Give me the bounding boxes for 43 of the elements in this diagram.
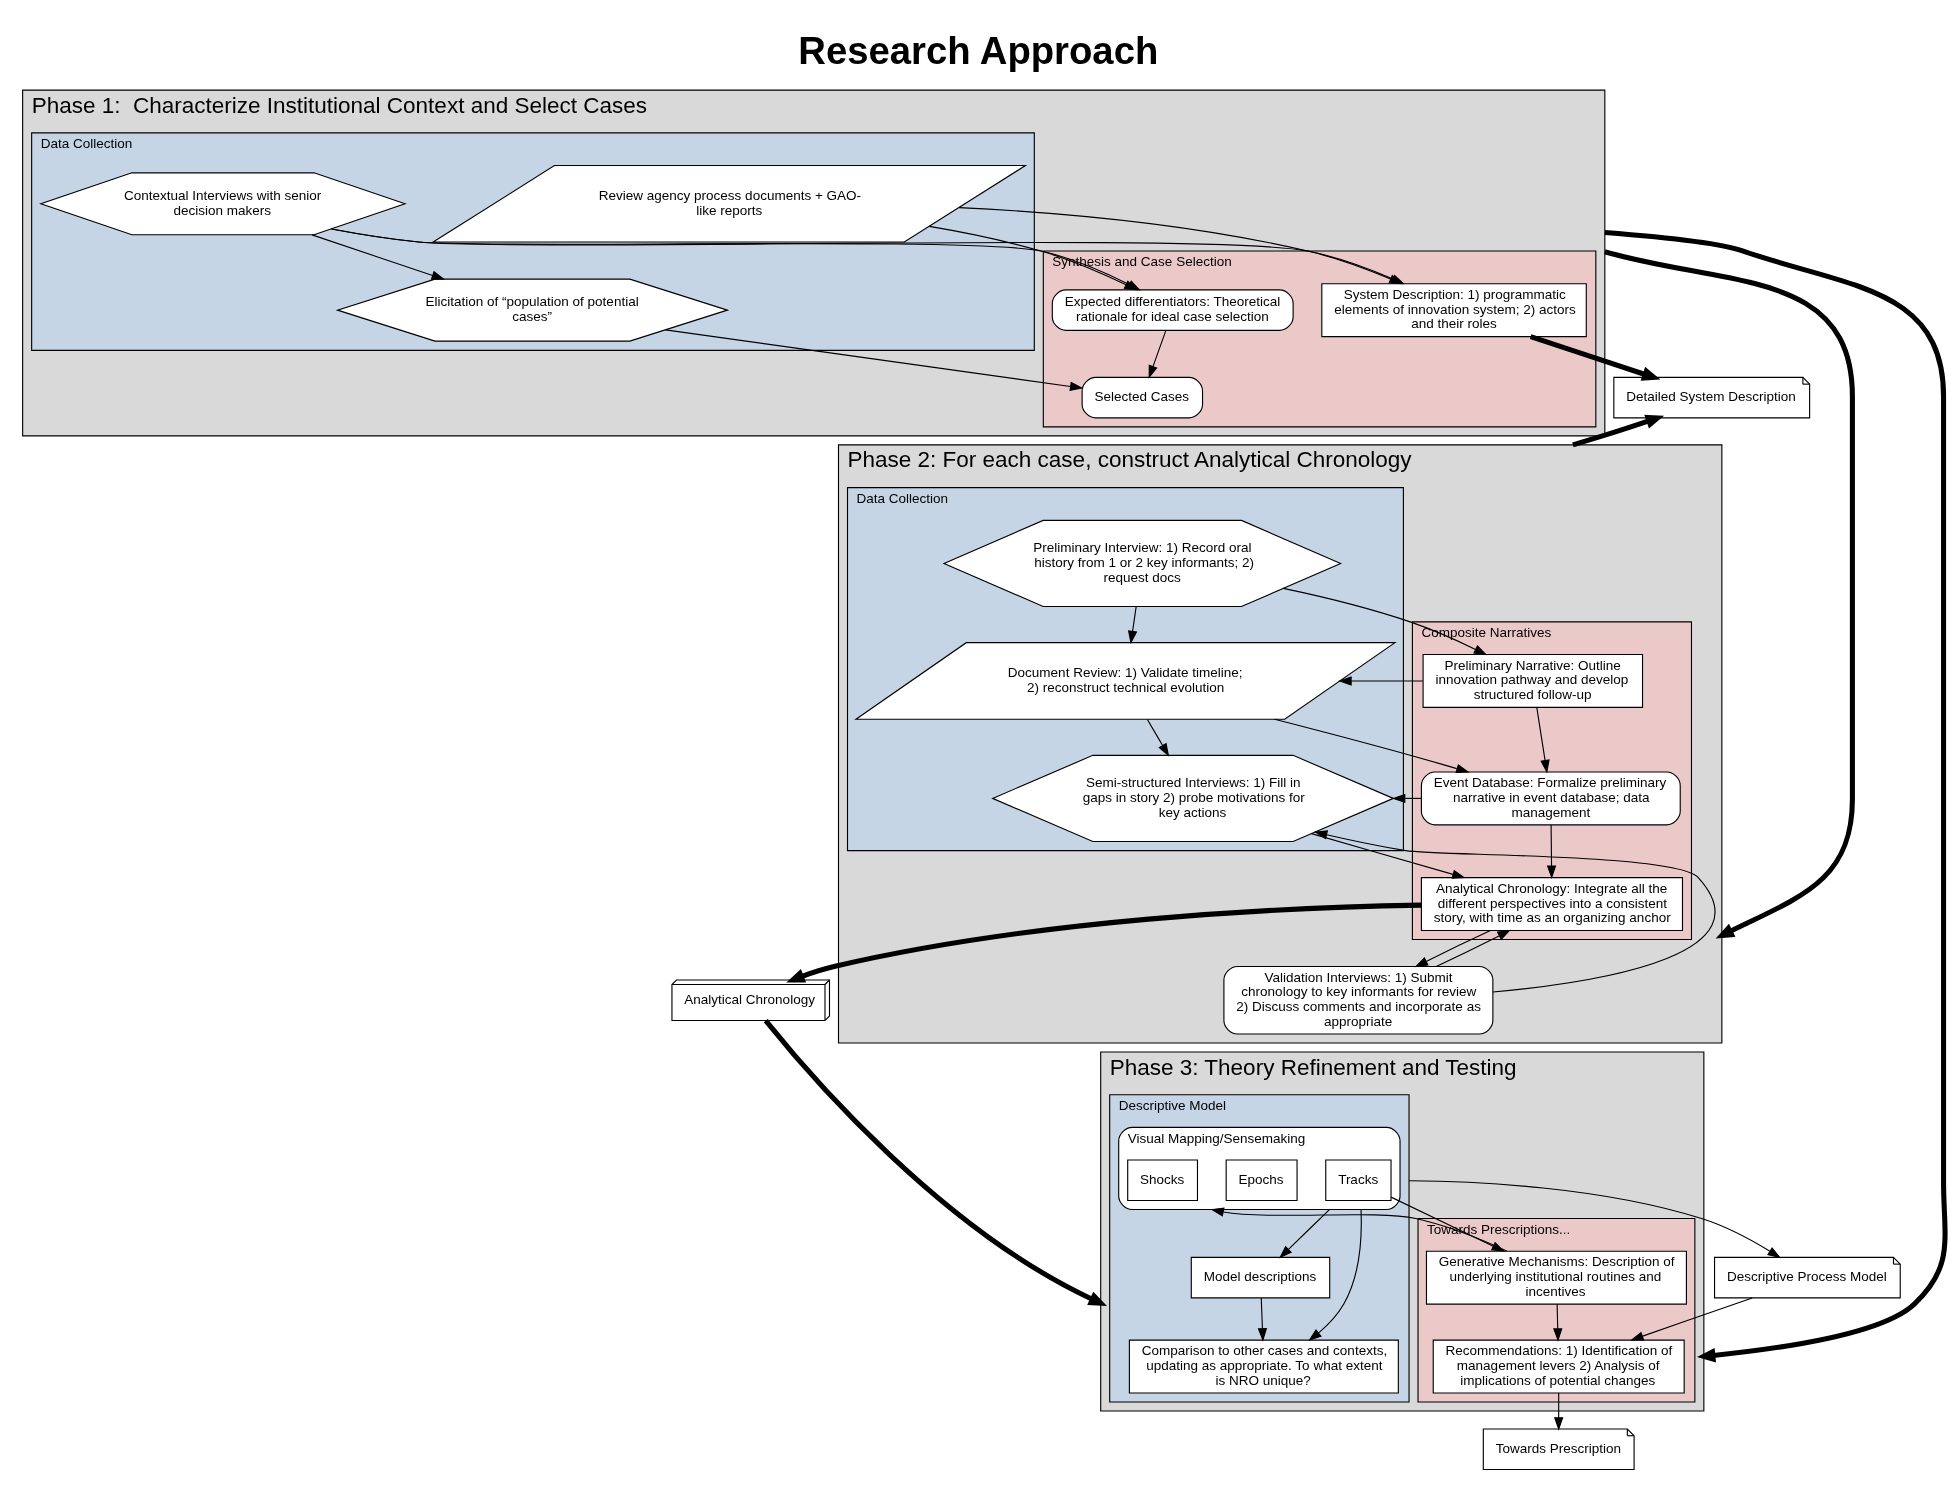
arrow [1529, 334, 1660, 381]
node-box: Validation Interviews: 1) Submit chronology to key informants for review 2) Discuss comments and incorporate as appropriate [1222, 965, 1493, 1035]
diagram-title: Research Approach [797, 29, 1158, 73]
arrow [763, 1019, 1107, 1306]
node-box: Event Database: Formalize preliminary narrative in event database; data management [1420, 771, 1681, 826]
node-box: Shocks [1126, 1159, 1198, 1202]
arrow [1307, 1209, 1362, 1342]
arrow [1603, 249, 1855, 939]
node-box: Selected Cases [1081, 376, 1203, 419]
node-box: Analytical Chronology: Integrate all the different perspectives into a consistent story, with time as an organizing anchor [1420, 877, 1683, 932]
node-box: Generative Mechanisms: Description of underlying institutional routines and incentives [1425, 1250, 1687, 1305]
arrow [1535, 707, 1550, 774]
arrow [1553, 1392, 1563, 1431]
node-box: Tracks [1324, 1159, 1392, 1202]
arrow [1313, 830, 1716, 993]
arrow [1414, 930, 1491, 968]
arrow [1273, 718, 1470, 774]
node-box: Model descriptions [1190, 1256, 1330, 1299]
arrow [1148, 330, 1166, 379]
arrow [1257, 1297, 1267, 1342]
arrow [1146, 718, 1169, 757]
arrow [1209, 1207, 1507, 1252]
node-box: Epochs [1225, 1159, 1298, 1202]
node-box: System Description: 1) programmatic elements of innovation system; 2) actors and their roles [1320, 283, 1587, 338]
node-box: Preliminary Narrative: Outline innovation pathway and develop structured follow-up [1422, 653, 1643, 708]
arrow [1278, 1209, 1330, 1259]
node-box: Expected differentiators: Theoretical rationale for ideal case selection [1051, 289, 1294, 331]
arrow [1629, 1297, 1753, 1341]
arrow [1435, 929, 1511, 967]
arrow [785, 902, 1421, 983]
arrow [311, 234, 445, 280]
node-box: Comparison to other cases and contexts, updating as appropriate. To what extent is NRO unique? [1128, 1339, 1399, 1394]
arrow [1282, 587, 1487, 656]
arrow [1337, 676, 1423, 686]
arrow [1390, 1196, 1505, 1252]
arrow [1604, 230, 1948, 1363]
arrow [664, 329, 1083, 392]
arrow [1407, 1180, 1781, 1259]
arrow [1552, 1303, 1562, 1342]
arrow [1546, 824, 1556, 879]
arrow [1127, 606, 1137, 645]
arrow [1310, 833, 1466, 879]
node-box: Recommendations: 1) Identification of management levers 2) Analysis of implications of potential changes [1432, 1339, 1685, 1394]
